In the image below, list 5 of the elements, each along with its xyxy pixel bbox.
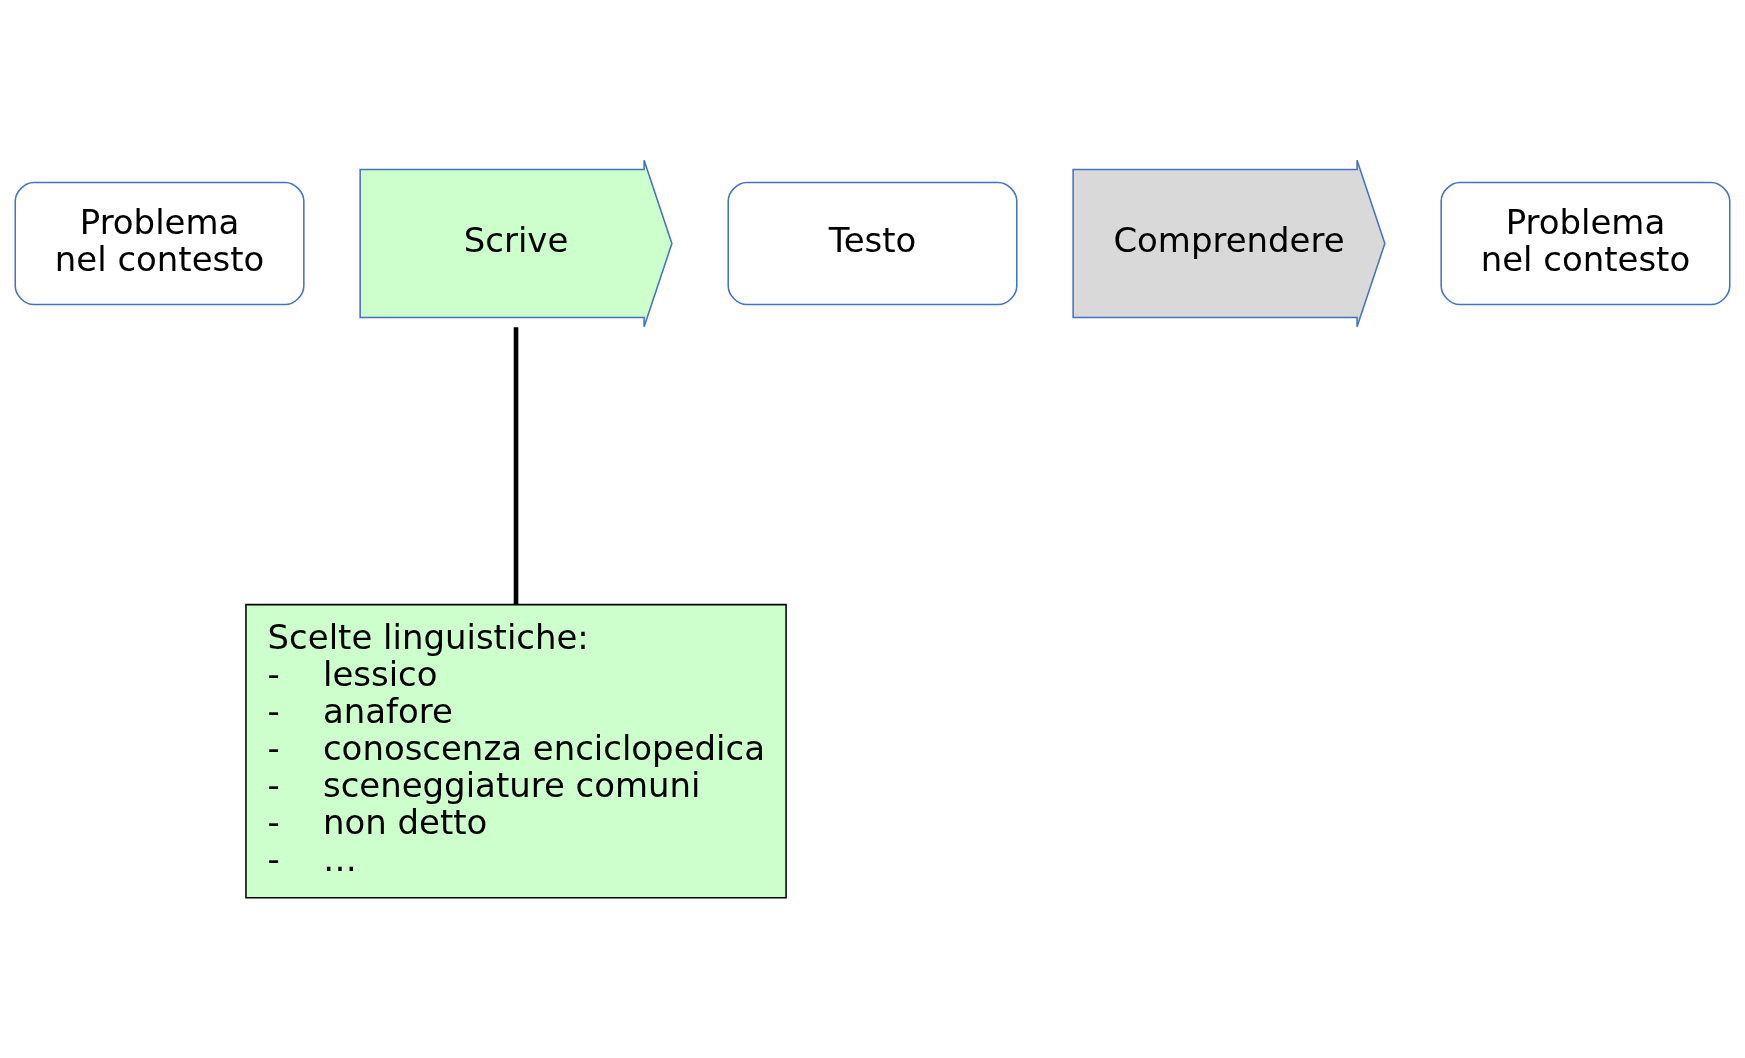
node-box: Testo	[727, 181, 1018, 306]
node-box: Scelte linguistiche: - lessico - anafore - conoscenza enciclopedica - sceneggiature comuni - non detto - …	[245, 603, 787, 899]
node-box: Problema nel contesto	[14, 181, 305, 306]
node-box: Problema nel contesto	[1440, 181, 1731, 306]
connector	[513, 327, 519, 605]
